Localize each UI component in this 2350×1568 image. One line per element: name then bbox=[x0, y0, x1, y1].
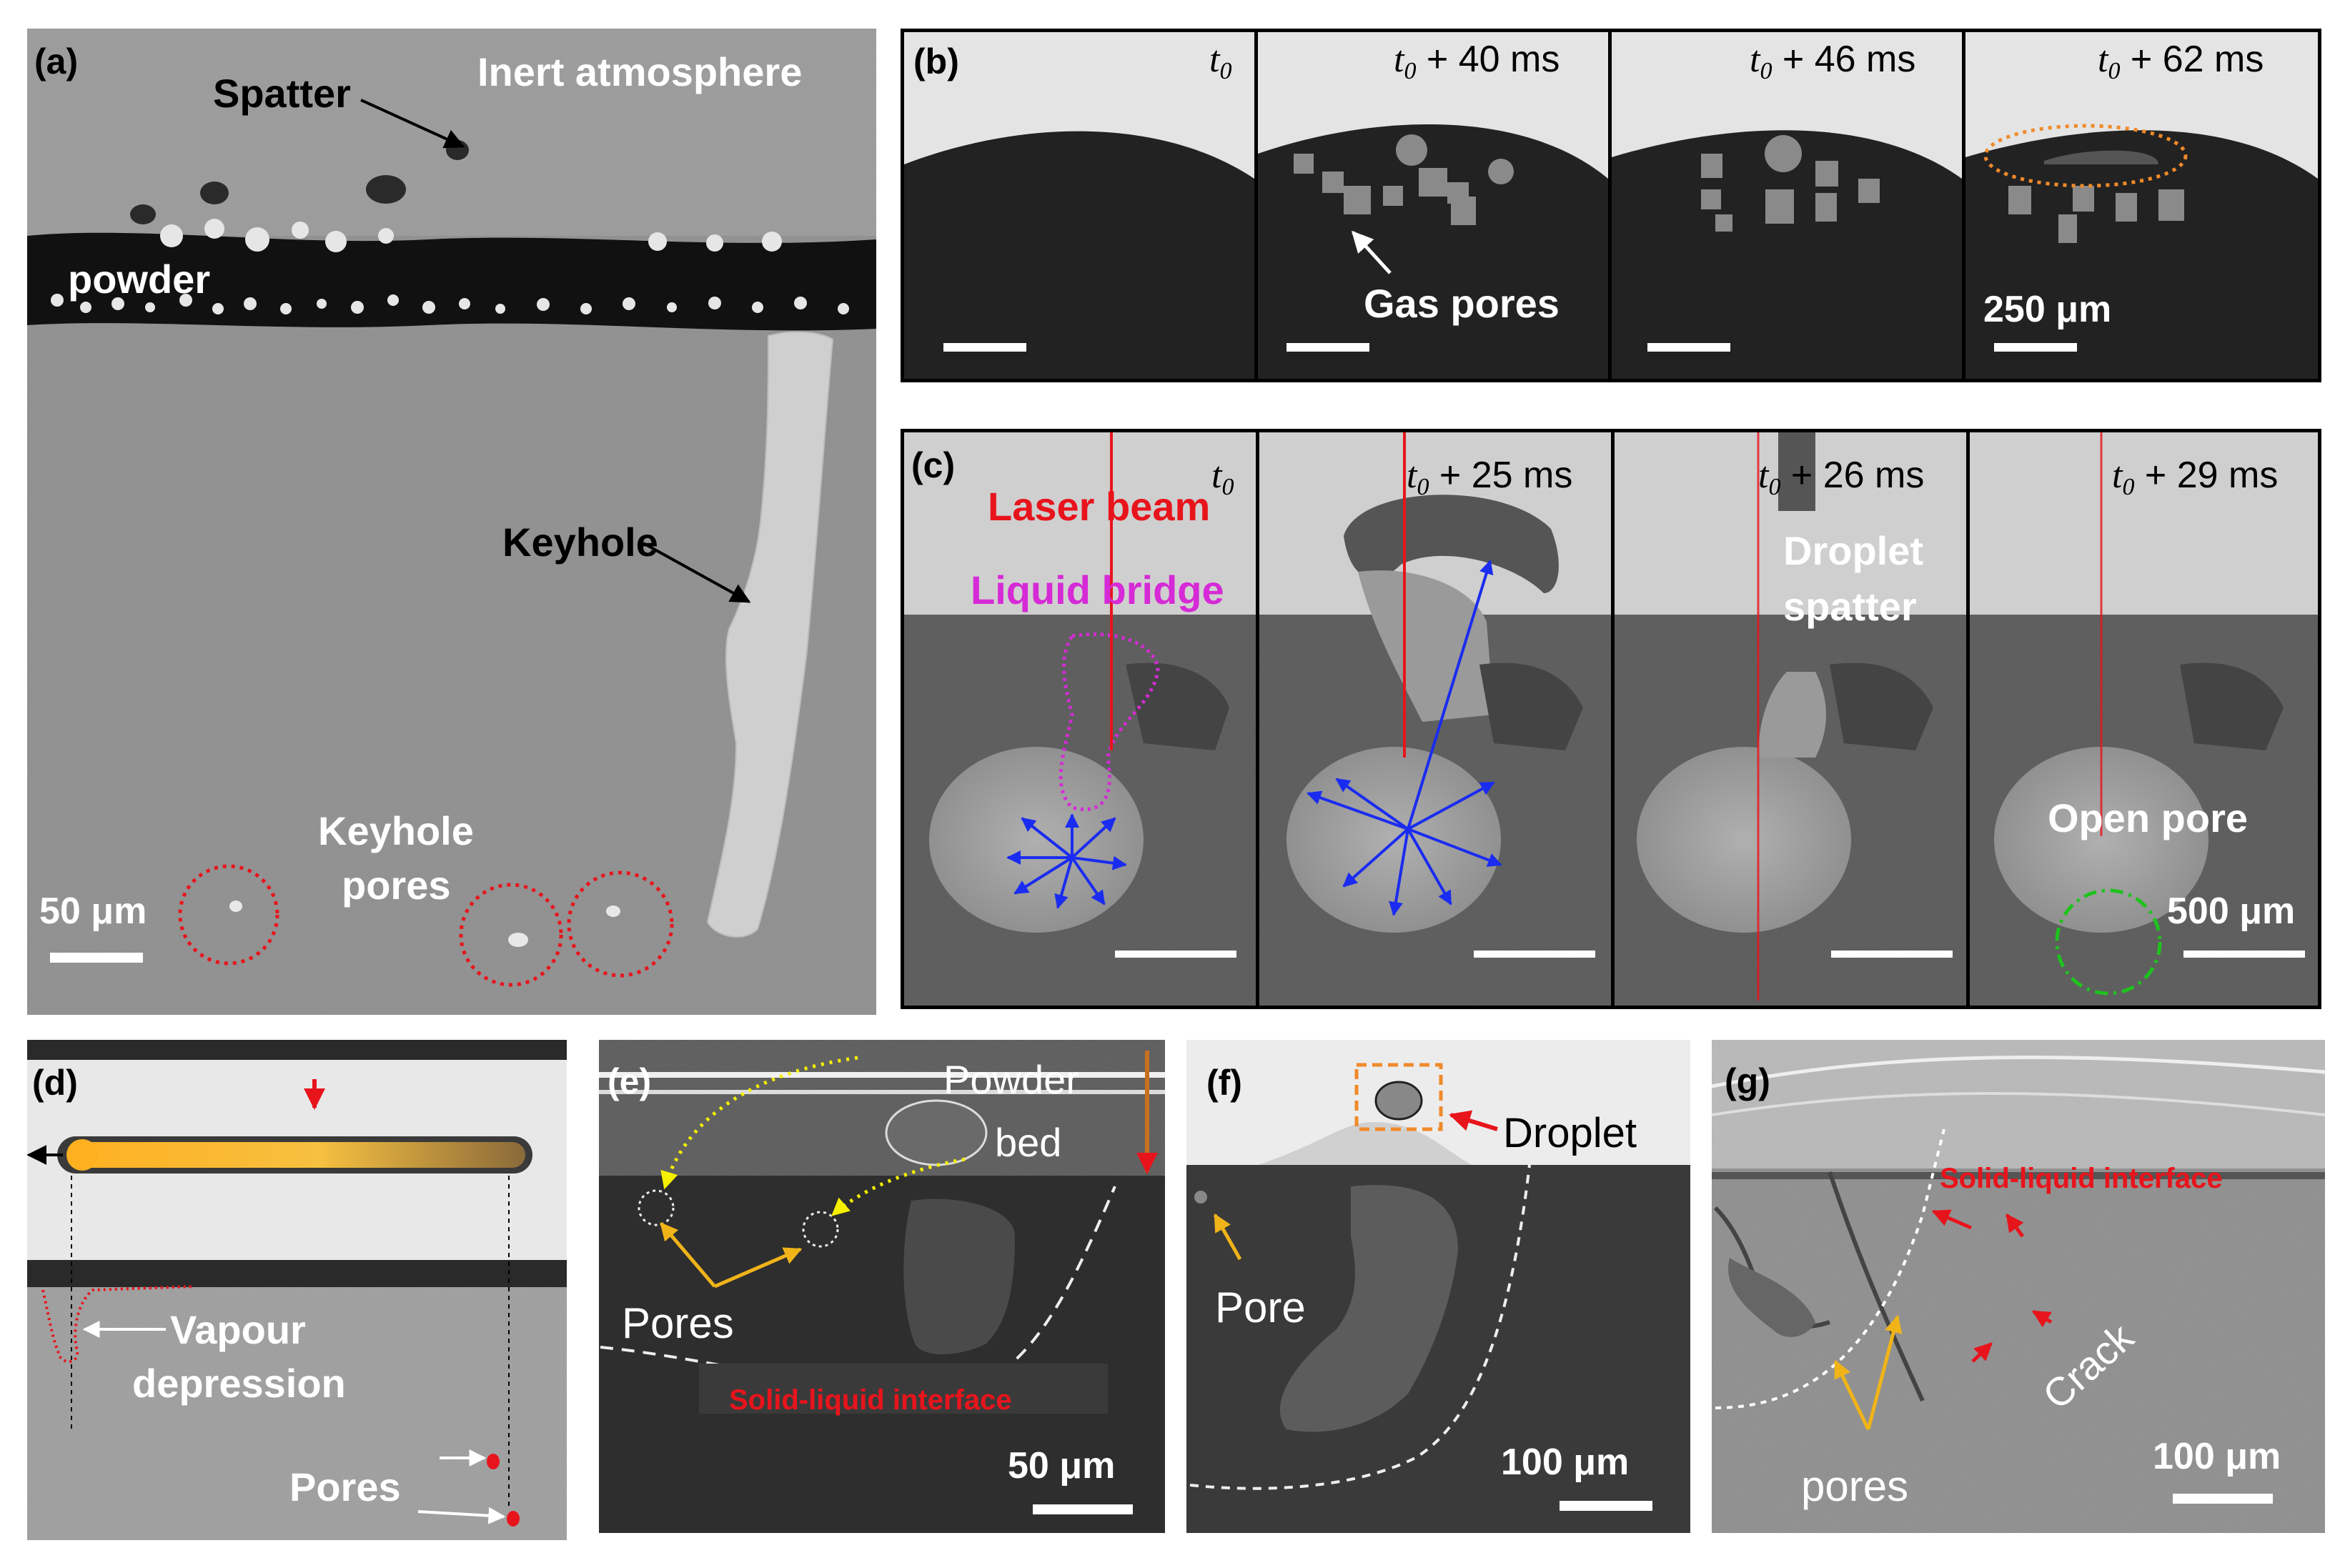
vapour-depression-label-1: Vapour bbox=[170, 1307, 306, 1352]
keyhole-pores-label-1: Keyhole bbox=[318, 808, 474, 853]
open-pore-label: Open pore bbox=[2048, 795, 2248, 840]
panel-tag-c: (c) bbox=[911, 445, 955, 485]
laser-beam-label: Laser beam bbox=[988, 484, 1210, 529]
panel-b-time-1: t0 bbox=[1209, 39, 1231, 84]
keyhole-label: Keyhole bbox=[502, 520, 658, 565]
droplet-box bbox=[1354, 1063, 1443, 1131]
panel-tag-b: (b) bbox=[913, 41, 959, 81]
panel-tag-f: (f) bbox=[1206, 1063, 1242, 1103]
droplet-spatter-label-1: Droplet bbox=[1783, 528, 1923, 573]
scale-label-e: 50 μm bbox=[1008, 1445, 1115, 1487]
panel-a: (a) Spatter Inert atmosphere powder Keyh… bbox=[27, 29, 876, 1015]
panel-b-frame-4 bbox=[1965, 32, 2318, 379]
solid-liquid-interface-label-e: Solid-liquid interface bbox=[729, 1384, 1012, 1416]
vapour-depression-outline bbox=[41, 1285, 194, 1364]
keyhole-shape bbox=[706, 331, 834, 938]
panel-c-frame-1 bbox=[904, 432, 1256, 1006]
pores-label-e: Pores bbox=[622, 1299, 734, 1347]
panel-c: (c) Laser beam Liquid bridge Droplet spa… bbox=[901, 429, 2321, 1009]
keyhole-pore-circle-3 bbox=[567, 870, 674, 978]
panel-b-time-3: t0 + 46 ms bbox=[1750, 39, 1915, 84]
solid-liquid-interface-g bbox=[1715, 1128, 1945, 1409]
pores-label-d: Pores bbox=[289, 1464, 401, 1509]
droplet-spatter-label-2: spatter bbox=[1783, 584, 1917, 629]
pore-label-f: Pore bbox=[1215, 1284, 1306, 1331]
panel-c-time-3: t0 + 26 ms bbox=[1758, 455, 1924, 500]
powder-label: powder bbox=[68, 257, 210, 302]
inert-atmosphere-label: Inert atmosphere bbox=[477, 49, 802, 94]
panel-tag-d: (d) bbox=[32, 1063, 78, 1103]
liquid-bridge-outline bbox=[1059, 632, 1160, 811]
panel-tag-g: (g) bbox=[1725, 1061, 1770, 1101]
panel-tag-a: (a) bbox=[34, 41, 78, 81]
scale-label-c: 500 μm bbox=[2167, 890, 2295, 932]
droplet-label: Droplet bbox=[1503, 1110, 1637, 1156]
scale-label-a: 50 μm bbox=[39, 890, 147, 932]
keyhole-pore-circle-2 bbox=[459, 883, 563, 987]
panel-c-frame-3 bbox=[1615, 432, 1966, 1006]
scale-label-g: 100 μm bbox=[2153, 1436, 2281, 1477]
orange-dotted-ellipse bbox=[1983, 124, 2188, 188]
scale-label-f: 100 μm bbox=[1501, 1442, 1629, 1483]
panel-e: (e) Powder bed Pores Solid-liquid interf… bbox=[599, 1040, 1165, 1533]
powder-particles bbox=[51, 219, 849, 314]
scale-label-b: 250 μm bbox=[1983, 289, 2111, 330]
powder-bed-label-1: Powder bbox=[943, 1057, 1079, 1102]
vapour-depression-label-2: depression bbox=[132, 1361, 346, 1406]
panel-f: (f) Droplet Pore 100 μm bbox=[1186, 1040, 1690, 1533]
pore-circle-e-2 bbox=[802, 1211, 839, 1248]
powder-bed-label-2: bed bbox=[995, 1120, 1061, 1165]
powder-layer bbox=[27, 232, 876, 331]
panel-d: (d) Vapour depression Pores bbox=[26, 1040, 567, 1540]
open-pore-circle bbox=[2055, 888, 2162, 996]
panel-tag-e: (e) bbox=[608, 1061, 651, 1101]
scale-bar-a bbox=[50, 953, 143, 963]
panel-g: (g) Solid-liquid interface Crack pores 1… bbox=[1711, 1040, 2326, 1533]
panel-b-time-4: t0 + 62 ms bbox=[2098, 39, 2264, 84]
panel-b-frame-3 bbox=[1612, 32, 1962, 379]
keyhole-pores-label-2: pores bbox=[342, 863, 451, 908]
liquid-bridge-label: Liquid bridge bbox=[971, 567, 1224, 612]
gas-pores-label: Gas pores bbox=[1364, 281, 1560, 326]
keyhole-pore-circle-1 bbox=[178, 864, 279, 966]
panel-c-time-1: t0 bbox=[1211, 455, 1234, 500]
panel-b: (b) Gas pores 250 μm t0 t0 + 40 ms t0 + … bbox=[901, 29, 2321, 382]
pore-circle-e-1 bbox=[638, 1189, 675, 1226]
solid-liquid-interface-label-g: Solid-liquid interface bbox=[1940, 1163, 2223, 1194]
panel-c-frame-2 bbox=[1259, 432, 1611, 1006]
panel-c-frame-4 bbox=[1970, 432, 2318, 1006]
panel-b-time-2: t0 + 40 ms bbox=[1394, 39, 1560, 84]
panel-b-frame-2 bbox=[1258, 32, 1608, 379]
pores-label-g: pores bbox=[1801, 1462, 1908, 1510]
panel-c-time-4: t0 + 29 ms bbox=[2112, 455, 2278, 500]
panel-c-time-2: t0 + 25 ms bbox=[1407, 455, 1572, 500]
panel-b-frame-1 bbox=[904, 32, 1254, 379]
solid-liquid-interface-f bbox=[1189, 1164, 1531, 1490]
spatter-label: Spatter bbox=[213, 71, 351, 116]
